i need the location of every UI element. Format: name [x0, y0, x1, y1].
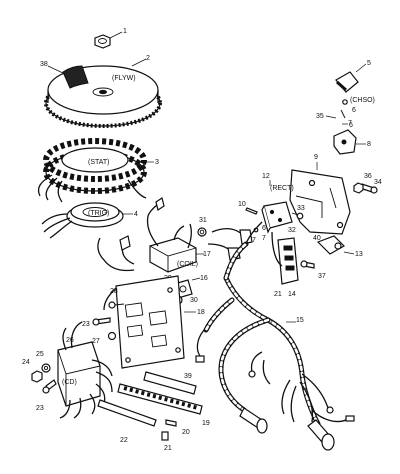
- callout-12: 12: [262, 173, 270, 180]
- callout-31: 31: [199, 217, 207, 224]
- cd-bracket: [115, 275, 185, 369]
- mounting-bracket: [289, 169, 351, 235]
- callout-27: 27: [92, 338, 100, 345]
- callout-10: 10: [238, 201, 246, 208]
- callout-40: 40: [313, 235, 321, 242]
- cd-module: [57, 321, 113, 419]
- terminal-block: [277, 237, 299, 285]
- grommet-27: [107, 331, 117, 341]
- terminal-cover-39: [143, 371, 197, 395]
- callout-9: 9: [314, 154, 318, 161]
- ground-strap-13: [316, 235, 345, 255]
- callout-23b: 23: [36, 405, 44, 412]
- callout-16: 16: [200, 275, 208, 282]
- screw-37: [300, 260, 315, 269]
- flywheel-nut: [94, 34, 111, 49]
- callout-19: 19: [202, 420, 210, 427]
- callout-8: 8: [367, 141, 371, 148]
- wiring-harness: [195, 241, 355, 451]
- callout-6b: 6: [349, 122, 353, 129]
- callout-6a: 6: [352, 107, 356, 114]
- nut-24: [31, 370, 43, 383]
- coil-label: (COIL): [177, 261, 198, 268]
- stator: [37, 138, 147, 203]
- callout-3: 3: [155, 159, 159, 166]
- rectifier-label: (RECT): [270, 185, 294, 192]
- callout-23a: 23: [82, 321, 90, 328]
- ignition-coil: [146, 197, 197, 273]
- callout-30: 30: [190, 297, 198, 304]
- screw-28: [108, 301, 125, 309]
- choke-bracket: [333, 129, 357, 155]
- callout-17: 17: [203, 251, 211, 258]
- terminal-strip: [117, 383, 203, 415]
- callout-34: 34: [374, 179, 382, 186]
- callout-5: 5: [367, 60, 371, 67]
- callout-36: 36: [364, 173, 372, 180]
- callout-22: 22: [120, 437, 128, 444]
- callout-33: 33: [297, 205, 305, 212]
- callout-1: 1: [123, 28, 127, 35]
- callout-7a: 7: [348, 120, 352, 127]
- trigger-label: (TRIG): [88, 210, 109, 217]
- callout-15: 15: [296, 317, 304, 324]
- callout-25: 25: [36, 351, 44, 358]
- choke-solenoid: [335, 71, 359, 93]
- screw-23-lower: [42, 379, 57, 394]
- terminal-strip-base: [97, 399, 157, 427]
- callout-39: 39: [184, 373, 192, 380]
- callout-32: 32: [288, 227, 296, 234]
- callout-21b: 21: [274, 291, 282, 298]
- callout-4: 4: [134, 211, 138, 218]
- choke-solenoid-label: (CHSO): [350, 97, 375, 104]
- callout-21a: 21: [164, 445, 172, 452]
- callout-14: 14: [288, 291, 296, 298]
- callout-26: 26: [66, 337, 74, 344]
- nut-31: [197, 227, 207, 237]
- callout-18: 18: [197, 309, 205, 316]
- cd-module-label: (CD): [62, 379, 77, 386]
- nut-36: [353, 182, 364, 194]
- washer-25: [41, 363, 51, 373]
- callout-2: 2: [146, 55, 150, 62]
- callout-38: 38: [40, 61, 48, 68]
- callout-7b: 7: [252, 237, 256, 244]
- screw-33: [291, 212, 304, 220]
- callout-7c: 7: [262, 235, 266, 242]
- stator-label: (STAT): [88, 159, 110, 166]
- screw-10: [245, 207, 258, 215]
- rectifier: [261, 201, 293, 234]
- callout-24: 24: [22, 359, 30, 366]
- callout-37: 37: [318, 273, 326, 280]
- callout-35: 35: [316, 113, 324, 120]
- callout-28: 28: [110, 288, 118, 295]
- screw-20: [165, 419, 177, 427]
- trigger: [41, 202, 124, 239]
- callout-20: 20: [182, 429, 190, 436]
- callout-6c: 6: [262, 225, 266, 232]
- flywheel-label: (FLYW): [112, 75, 136, 82]
- nut-21: [161, 431, 169, 441]
- flywheel: [44, 65, 162, 128]
- choke-washer: [342, 99, 348, 105]
- screw-23-upper: [92, 317, 111, 326]
- callout-13: 13: [355, 251, 363, 258]
